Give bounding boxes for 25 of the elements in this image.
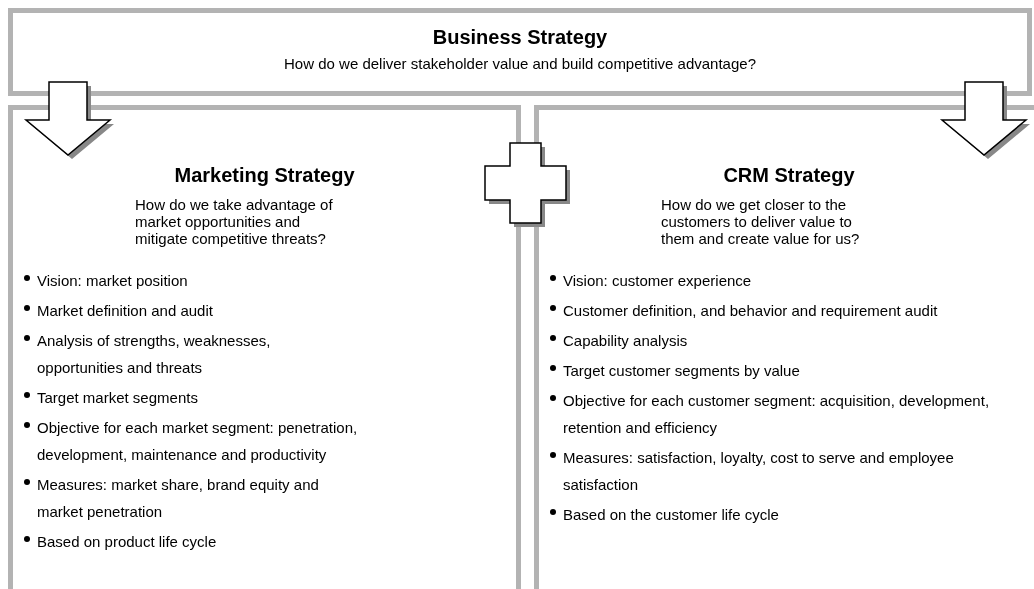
bullet-text: Analysis of strengths, weaknesses, opportunities and threats [37, 331, 272, 378]
band-heading: Business Strategy [432, 25, 608, 50]
panel-heading: Marketing Strategy [174, 163, 355, 188]
bullet-text: Customer definition, and behavior and requirement audit [563, 301, 938, 321]
bullet-text: Capability analysis [563, 331, 688, 351]
bullet-text: Target customer segments by value [563, 361, 800, 381]
strategy-panel [534, 105, 1034, 589]
bullet-text: Based on the customer life cycle [563, 505, 779, 525]
panel-question: How do we take advantage of market opportunities and mitigate competitive threats? [135, 196, 334, 247]
bullet-text: Target market segments [37, 388, 198, 408]
band-question: How do we deliver stakeholder value and build competitive advantage? [284, 54, 756, 74]
block-arrow [23, 81, 114, 159]
bullet-text: Vision: customer experience [563, 271, 752, 291]
panel-heading: CRM Strategy [723, 163, 855, 188]
bullet-text: Measures: market share, brand equity and market penetration [37, 475, 320, 522]
bullet-text: Based on product life cycle [37, 532, 217, 552]
strategy-panel [8, 105, 521, 589]
block-arrow [939, 81, 1030, 159]
bullet-text: Vision: market position [37, 271, 188, 291]
bullet-text: Measures: satisfaction, loyalty, cost to serve and employee satisfaction [563, 448, 955, 495]
bullet-text: Objective for each market segment: penetration, development, maintenance and productivity [37, 418, 359, 465]
bullet-text: Objective for each customer segment: acquisition, development, retention and efficiency [563, 391, 991, 438]
strategy-band [8, 8, 1032, 96]
panel-question: How do we get closer to the customers to deliver value to them and create value for us? [661, 196, 861, 247]
bullet-text: Market definition and audit [37, 301, 213, 321]
